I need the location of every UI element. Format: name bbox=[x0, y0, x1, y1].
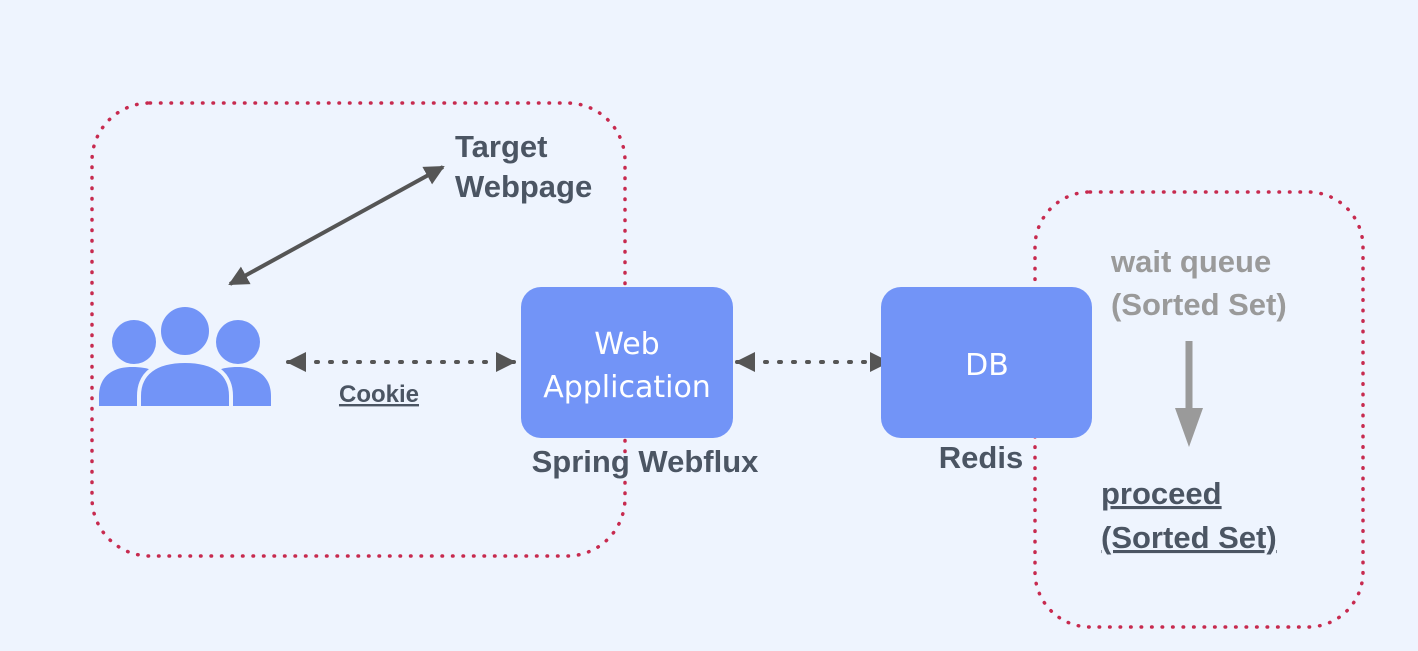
target-webpage-line1: Target bbox=[455, 129, 547, 164]
web-application-line1: Web bbox=[594, 327, 659, 362]
spring-webflux-caption: Spring Webflux bbox=[532, 444, 760, 479]
proceed-line2: (Sorted Set) bbox=[1101, 520, 1277, 555]
queue-down-arrow bbox=[1175, 341, 1203, 447]
client-group-border bbox=[90, 101, 627, 558]
wait-queue-line1: wait queue bbox=[1110, 244, 1271, 279]
db-label: DB bbox=[965, 348, 1009, 383]
users-target-arrow bbox=[228, 165, 445, 286]
target-webpage-line2: Webpage bbox=[455, 169, 592, 204]
cookie-label: Cookie bbox=[339, 381, 419, 408]
db-node[interactable] bbox=[881, 287, 1092, 438]
users-icon bbox=[99, 303, 271, 410]
proceed-line1: proceed bbox=[1101, 476, 1222, 511]
web-application-node[interactable] bbox=[521, 287, 733, 438]
web-application-line2: Application bbox=[543, 370, 711, 405]
redis-caption: Redis bbox=[939, 440, 1023, 475]
wait-queue-line2: (Sorted Set) bbox=[1111, 287, 1287, 322]
